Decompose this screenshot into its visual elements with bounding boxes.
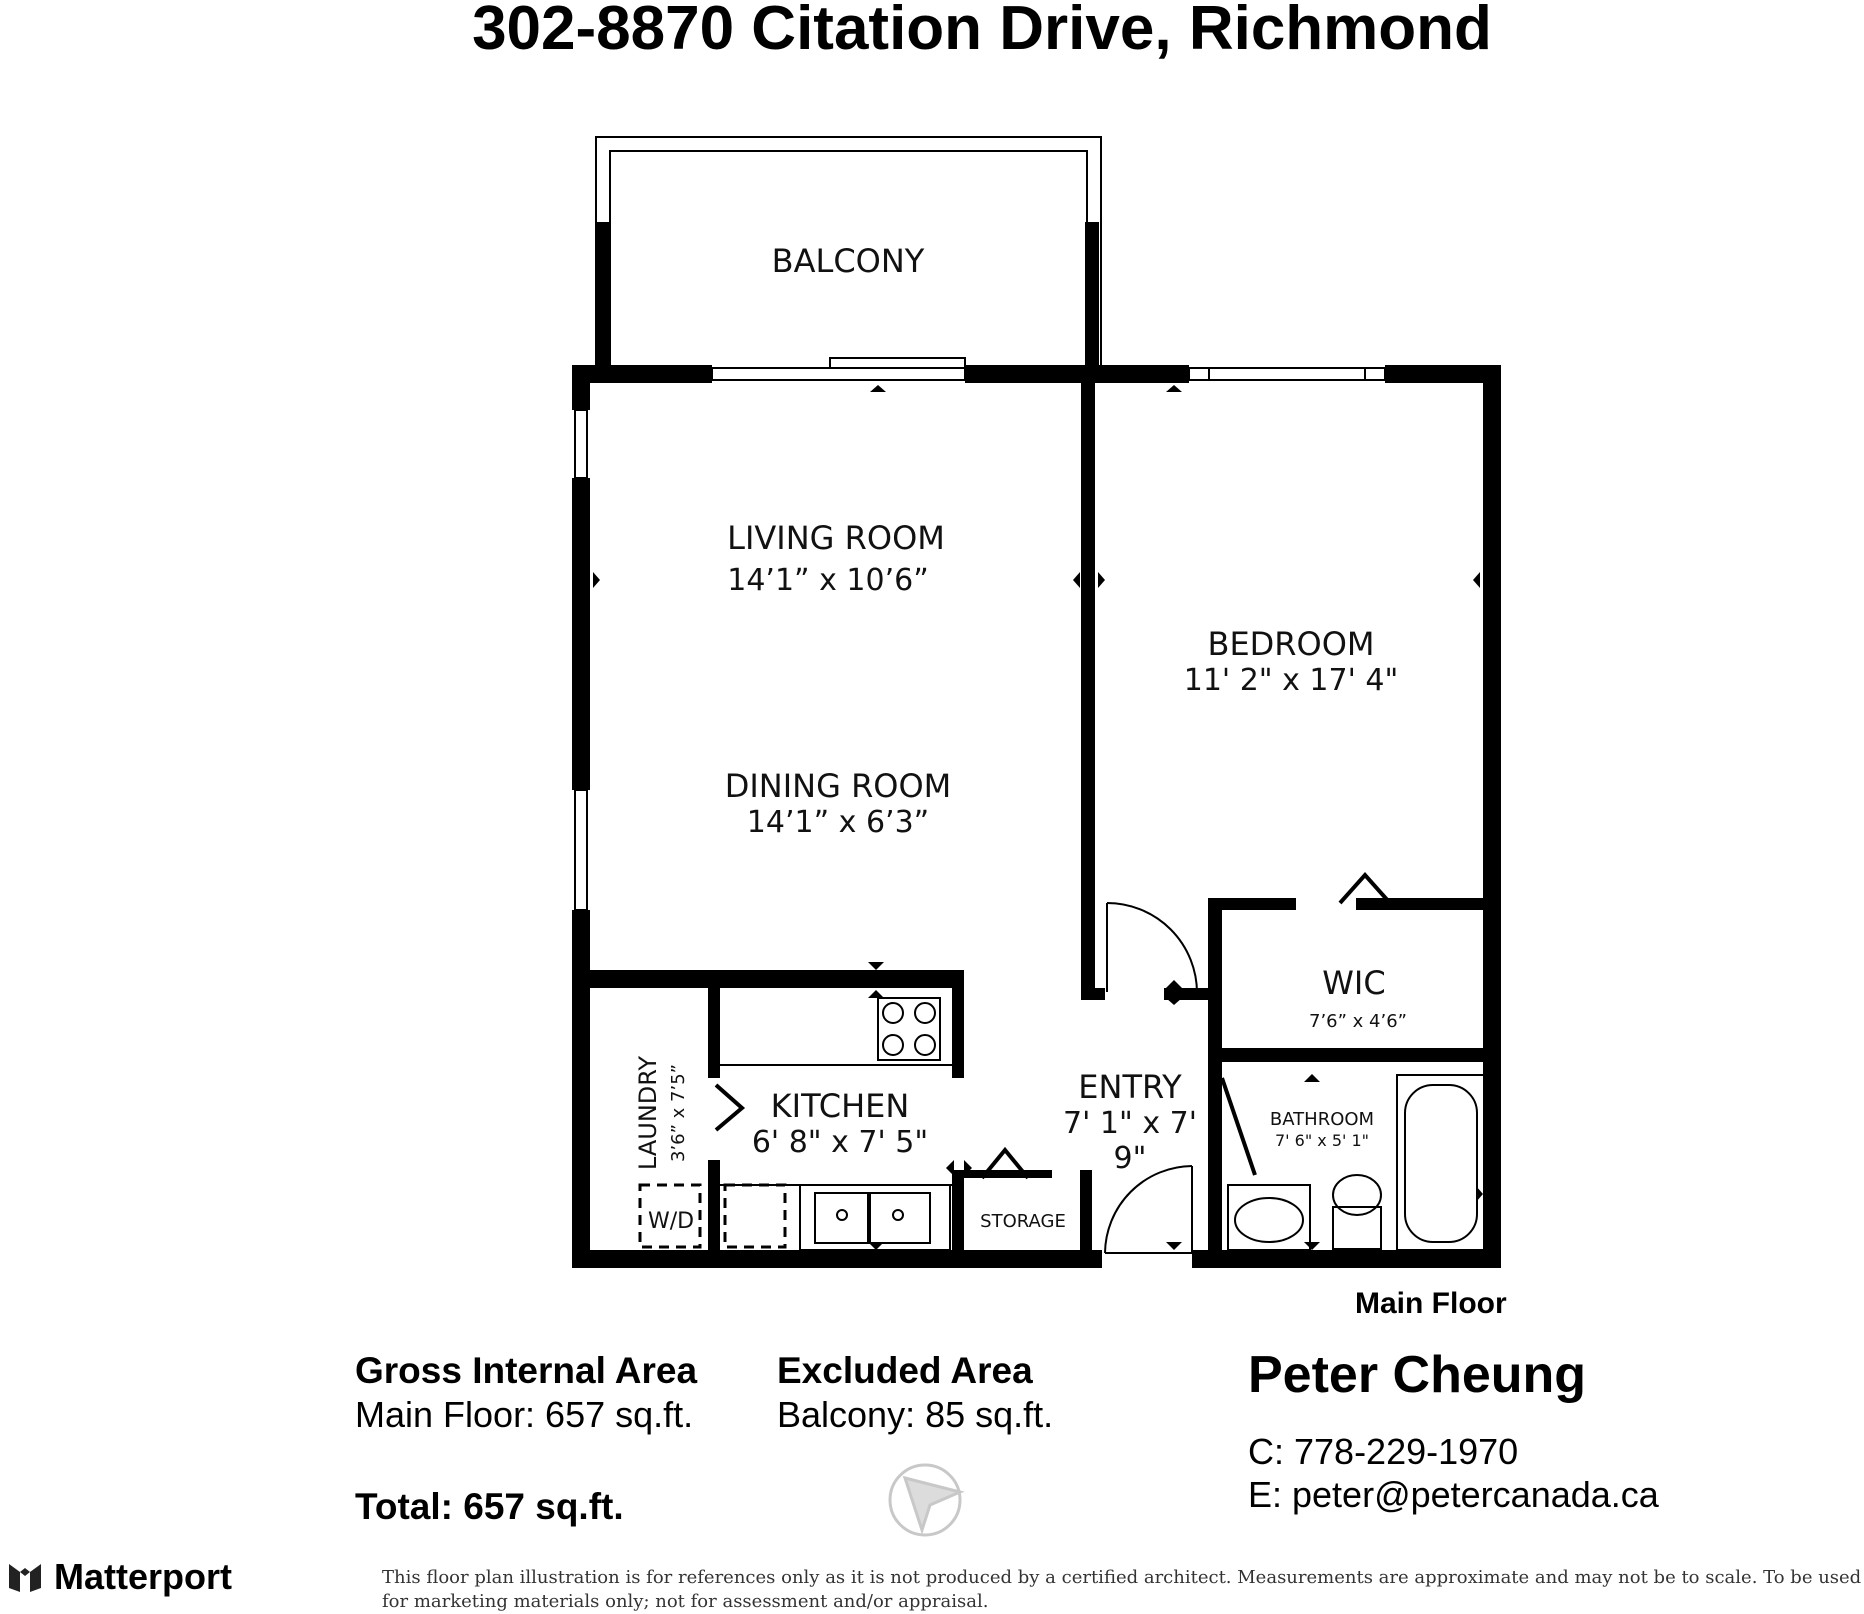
living-room-dimensions: 14’1” x 10’6” bbox=[727, 563, 929, 598]
bedroom-label: BEDROOM bbox=[1207, 625, 1374, 663]
storage-label: STORAGE bbox=[980, 1211, 1066, 1232]
bathroom-label: BATHROOM bbox=[1270, 1109, 1374, 1130]
total-area: Total: 657 sq.ft. bbox=[355, 1486, 624, 1527]
dining-room-label: DINING ROOM bbox=[725, 767, 952, 805]
laundry-label: LAUNDRY bbox=[634, 1056, 662, 1170]
balcony-wall-right bbox=[1085, 222, 1099, 365]
dining-room-dimensions: 14’1” x 6’3” bbox=[747, 805, 929, 840]
kitchen-counter bbox=[720, 997, 952, 1251]
door-bifold bbox=[714, 871, 1392, 1180]
laundry-dimensions: 3’6” x 7’5” bbox=[668, 1064, 689, 1162]
gross-area-heading: Gross Internal Area bbox=[355, 1350, 698, 1391]
living-room-label: LIVING ROOM bbox=[727, 519, 945, 557]
agent-name: Peter Cheung bbox=[1248, 1346, 1587, 1404]
dimension-markers bbox=[593, 385, 1483, 1250]
wd-label: W/D bbox=[648, 1209, 694, 1234]
gross-area-value: Main Floor: 657 sq.ft. bbox=[355, 1394, 694, 1435]
appliance-outlines bbox=[638, 1183, 787, 1249]
floor-label: Main Floor bbox=[1355, 1287, 1507, 1320]
disclaimer-text: This floor plan illustration is for refe… bbox=[382, 1567, 1862, 1612]
entry-dimensions-line2: 9" bbox=[1114, 1141, 1147, 1176]
entry-label: ENTRY bbox=[1078, 1068, 1182, 1106]
excluded-area-heading: Excluded Area bbox=[777, 1350, 1033, 1391]
bathroom-fixtures bbox=[1227, 1074, 1486, 1251]
wic-dimensions: 7’6” x 4’6” bbox=[1309, 1011, 1407, 1032]
matterport-logo-icon bbox=[9, 1564, 41, 1592]
agent-email: E: peter@petercanada.ca bbox=[1248, 1474, 1659, 1515]
entry-dimensions-line1: 7' 1" x 7' bbox=[1063, 1106, 1197, 1141]
wic-label: WIC bbox=[1322, 964, 1385, 1002]
matterport-brand-name: Matterport bbox=[54, 1556, 232, 1597]
balcony-wall-left bbox=[596, 222, 610, 365]
page-title: 302-8870 Citation Drive, Richmond bbox=[472, 0, 1492, 63]
balcony-label: BALCONY bbox=[772, 242, 925, 280]
agent-phone: C: 778-229-1970 bbox=[1248, 1431, 1519, 1472]
interior-walls bbox=[586, 365, 1501, 1268]
exterior-walls bbox=[572, 365, 1501, 1268]
windows bbox=[574, 357, 1386, 911]
bedroom-dimensions: 11' 2" x 17' 4" bbox=[1184, 663, 1399, 698]
kitchen-label: KITCHEN bbox=[771, 1087, 910, 1125]
excluded-area-value: Balcony: 85 sq.ft. bbox=[777, 1394, 1054, 1435]
matterport-brand: Matterport bbox=[6, 1556, 232, 1598]
kitchen-dimensions: 6' 8" x 7' 5" bbox=[752, 1125, 928, 1160]
bathroom-dimensions: 7' 6" x 5' 1" bbox=[1275, 1131, 1369, 1150]
watermark-logo-icon bbox=[888, 1463, 965, 1537]
door-swings bbox=[1104, 902, 1198, 1254]
